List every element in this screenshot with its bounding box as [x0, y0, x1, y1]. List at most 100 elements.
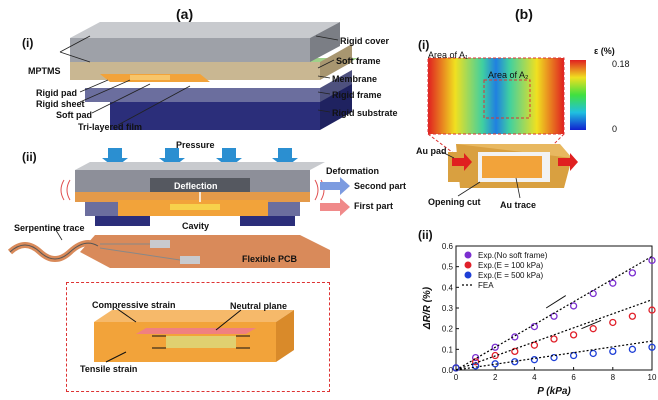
- first-part-arrow: [320, 198, 350, 216]
- x-tick-label: 4: [532, 373, 537, 382]
- y-axis-label: ΔR/R (%): [422, 286, 433, 330]
- first-part-label: First part: [354, 201, 394, 211]
- data-point: [511, 333, 519, 341]
- data-point: [628, 345, 637, 353]
- pressure-label: Pressure: [176, 140, 215, 150]
- neutral-plane-inset: [66, 282, 330, 392]
- data-point: [609, 347, 617, 356]
- second-part-arrow: [320, 177, 350, 195]
- data-point: [648, 306, 656, 314]
- legend-swatch: [464, 261, 472, 269]
- soft-frame-label: Soft frame: [336, 56, 381, 66]
- au-trace-label: Au trace: [500, 200, 537, 210]
- neutral-plane-label: Neutral plane: [230, 301, 288, 311]
- data-point: [609, 318, 617, 327]
- au-pad: [448, 152, 478, 182]
- mptms-label: MPTMS: [28, 66, 61, 76]
- data-point: [589, 325, 597, 333]
- x-tick-label: 2: [493, 373, 498, 382]
- soft-frame-side: [320, 44, 352, 80]
- plot-area: [455, 245, 653, 371]
- data-point: [530, 356, 539, 364]
- opening-cut-label: Opening cut: [428, 197, 481, 207]
- second-part-label: Second part: [354, 181, 407, 191]
- legend-entry: Exp.(E = 100 kPa): [478, 261, 543, 270]
- colorbar-title: ε (%): [594, 46, 615, 56]
- x-tick-label: 0: [454, 373, 459, 382]
- legend-swatch: [464, 251, 472, 259]
- data-point: [569, 331, 578, 339]
- area-a2-box: [483, 79, 531, 119]
- y-tick-label: 0.2: [442, 325, 454, 334]
- x-axis-label: P (kPa): [537, 386, 571, 397]
- data-point: [569, 302, 578, 310]
- panel-label-b: (b): [515, 6, 533, 22]
- panel-label-a-i: (i): [22, 36, 34, 50]
- y-tick-label: 0.3: [442, 304, 454, 313]
- rigid-frame: [85, 88, 320, 102]
- data-point: [589, 289, 597, 298]
- data-point: [589, 349, 597, 358]
- serpentine-trace-label: Serpentine trace: [14, 223, 85, 233]
- data-point: [550, 353, 558, 362]
- y-tick-label: 0.1: [442, 345, 454, 354]
- strain-map: [427, 57, 586, 199]
- data-point: [491, 343, 499, 351]
- legend-entry: FEA: [478, 281, 494, 290]
- deflection-label: Deflection: [174, 181, 218, 191]
- data-point: [648, 256, 656, 265]
- data-point: [628, 312, 637, 320]
- data-point: [609, 279, 617, 287]
- legend-swatch: [464, 271, 472, 279]
- rigid-cover-side: [310, 22, 340, 62]
- panel-label-b-ii: (ii): [418, 228, 433, 242]
- tensile-strain-label: Tensile strain: [80, 364, 138, 374]
- data-point: [550, 335, 558, 343]
- au-trace-region: [482, 156, 542, 178]
- data-point: [491, 351, 499, 360]
- panel-label-a: (a): [176, 6, 194, 22]
- data-point: [511, 347, 519, 356]
- y-tick-label: 0.5: [442, 263, 454, 272]
- soft-pad-label: Soft pad: [56, 110, 92, 120]
- panel-label-a-ii: (ii): [22, 150, 37, 164]
- deflection-box: [150, 178, 250, 192]
- legend-entry: Exp.(No soft frame): [478, 251, 548, 260]
- rigid-cover: [70, 38, 310, 62]
- deformation-diagram: [7, 148, 350, 268]
- rigid-substrate: [110, 100, 320, 130]
- cavity-label: Cavity: [182, 221, 210, 231]
- data-point: [628, 269, 637, 277]
- layered-sensor-structure-diagram: [59, 22, 358, 130]
- rigid-sheet: [130, 75, 170, 80]
- colorbar-min-label: 0: [612, 124, 618, 134]
- rigid-substrate-label: Rigid substrate: [332, 108, 398, 118]
- x-tick-label: 6: [571, 373, 576, 382]
- data-point: [648, 343, 656, 351]
- rigid-substrate-side: [320, 82, 352, 130]
- trend-arrow: [581, 319, 602, 330]
- cavity: [150, 216, 240, 226]
- strain-field-area-a1: [428, 58, 564, 134]
- deformation-label: Deformation: [326, 166, 380, 176]
- data-point: [530, 322, 539, 331]
- rigid-cover-label: Rigid cover: [340, 36, 390, 46]
- y-tick-label: 0.6: [442, 242, 454, 251]
- y-tick-label: 0.0: [442, 366, 454, 375]
- trend-arrow: [545, 295, 567, 309]
- area-a1-label: Area of A₁: [428, 50, 469, 60]
- data-point: [491, 360, 499, 368]
- legend-entry: Exp.(E = 500 kPa): [478, 271, 543, 280]
- leader-lines: [59, 35, 339, 126]
- membrane-label: Membrane: [332, 74, 378, 84]
- tri-layered-film-label: Tri-layered film: [78, 122, 143, 132]
- fea-line: [455, 299, 653, 371]
- data-point: [569, 351, 578, 360]
- area-a2-label: Area of A₂: [488, 70, 529, 80]
- au-pad-label: Au pad: [416, 146, 447, 156]
- x-tick-label: 8: [611, 373, 616, 382]
- data-point: [452, 364, 460, 372]
- neutral-plane: [136, 328, 256, 334]
- rigid-sheet-label: Rigid sheet: [36, 99, 85, 109]
